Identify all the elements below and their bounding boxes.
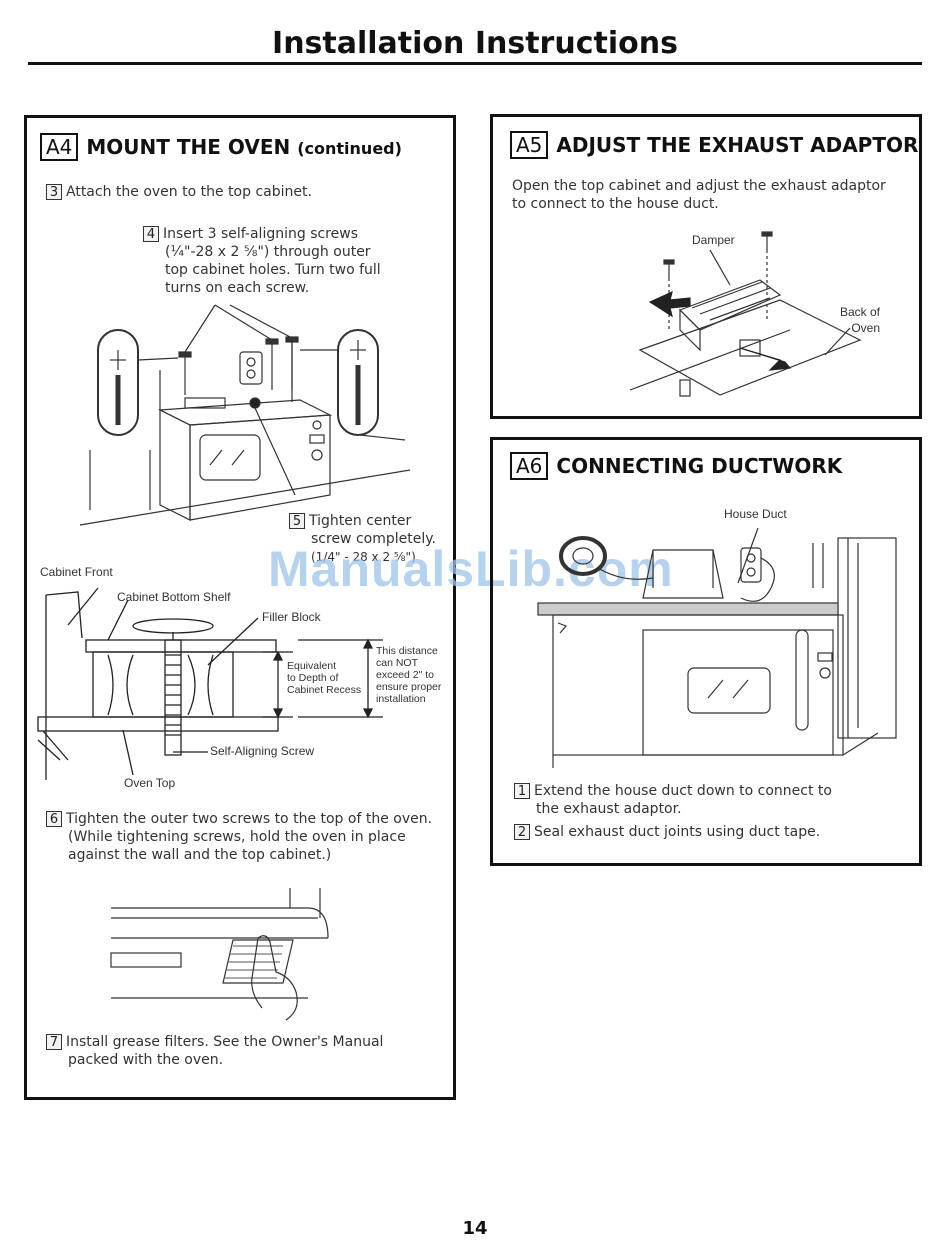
step-number: 6 — [46, 811, 62, 827]
section-a6-panel — [490, 437, 922, 866]
ductwork-illustration — [537, 527, 897, 768]
label-line: Oven — [851, 321, 881, 335]
label-line: can NOT — [376, 657, 419, 669]
label-line: exceed 2" to — [376, 669, 435, 681]
step-text-line: Extend the house duct down to connect to — [534, 783, 832, 799]
section-a6-tag: A6 — [510, 452, 549, 480]
label-damper: Damper — [692, 233, 735, 247]
label-oven-top: Oven Top — [124, 776, 176, 790]
section-a4-heading: A4 MOUNT THE OVEN (continued) — [40, 133, 402, 161]
step-text-line: Tighten the outer two screws to the top … — [66, 811, 433, 827]
step-text-line: the exhaust adaptor. — [536, 801, 682, 817]
section-a6-heading: A6 CONNECTING DUCTWORK — [510, 452, 842, 480]
section-a4-tag: A4 — [40, 133, 79, 161]
text-line: Open the top cabinet and adjust the exha… — [512, 178, 886, 194]
section-a5-panel — [490, 114, 922, 419]
text-line: to connect to the house duct. — [512, 196, 719, 212]
step-number: 5 — [289, 513, 305, 529]
step-text-line: against the wall and the top cabinet.) — [68, 847, 332, 863]
page-number: 14 — [462, 1218, 488, 1239]
step-number: 2 — [514, 824, 530, 840]
oven-mounting-illustration — [79, 304, 411, 526]
label-distance-note: This distance can NOT exceed 2" to ensur… — [376, 645, 441, 705]
label-back-of-oven: Back of Oven — [840, 304, 880, 336]
step-text-line: Tighten center — [309, 513, 412, 529]
step-text: Attach the oven to the top cabinet. — [66, 184, 312, 200]
cabinet-cross-section-diagram — [37, 587, 383, 780]
step-text-line: Install grease filters. See the Owner's … — [66, 1034, 384, 1050]
label-filler-block: Filler Block — [262, 610, 321, 624]
section-a5-heading: A5 ADJUST THE EXHAUST ADAPTOR — [510, 131, 918, 159]
label-cabinet-bottom-shelf: Cabinet Bottom Shelf — [117, 590, 231, 604]
step-text-line: (¼"-28 x 2 ⅝") through outer — [165, 244, 371, 260]
step-text-line: screw completely. — [311, 531, 436, 547]
step-text-line: (1/4" - 28 x 2 ⅝") — [311, 550, 416, 564]
step-text-line: (While tightening screws, hold the oven … — [68, 829, 406, 845]
step-number: 1 — [514, 783, 530, 799]
section-a5-tag: A5 — [510, 131, 549, 159]
label-cabinet-front: Cabinet Front — [40, 565, 113, 579]
step-number: 7 — [46, 1034, 62, 1050]
exhaust-adaptor-illustration — [629, 231, 862, 397]
label-line: Equivalent — [287, 660, 337, 672]
label-line: Back of — [840, 305, 881, 319]
page-title: Installation Instructions — [272, 26, 678, 61]
grease-filter-illustration — [110, 888, 329, 1021]
step-text-line: Insert 3 self-aligning screws — [163, 226, 358, 242]
section-a4-panel — [24, 115, 456, 1100]
section-a4-title: MOUNT THE OVEN — [86, 135, 291, 159]
a5-instructions: Open the top cabinet and adjust the exha… — [512, 177, 912, 213]
section-a5-title: ADJUST THE EXHAUST ADAPTOR — [556, 133, 919, 157]
label-self-aligning-screw: Self-Aligning Screw — [210, 744, 315, 758]
title-divider — [28, 62, 922, 65]
label-line: to Depth of — [287, 672, 339, 684]
label-house-duct: House Duct — [724, 507, 787, 521]
label-line: This distance — [376, 645, 438, 657]
step-text-line: packed with the oven. — [68, 1052, 224, 1068]
step-text: Seal exhaust duct joints using duct tape… — [534, 824, 821, 840]
section-a6-title: CONNECTING DUCTWORK — [556, 454, 843, 478]
label-line: installation — [376, 693, 426, 705]
label-line: Cabinet Recess — [287, 684, 362, 696]
step-text-line: top cabinet holes. Turn two full — [165, 262, 381, 278]
step-text-line: turns on each screw. — [165, 280, 310, 296]
section-a4-suffix: (continued) — [297, 139, 402, 158]
step-number: 4 — [143, 226, 159, 242]
label-equivalent-depth: Equivalent to Depth of Cabinet Recess — [287, 660, 361, 696]
label-line: ensure proper — [376, 681, 442, 693]
step-number: 3 — [46, 184, 62, 200]
